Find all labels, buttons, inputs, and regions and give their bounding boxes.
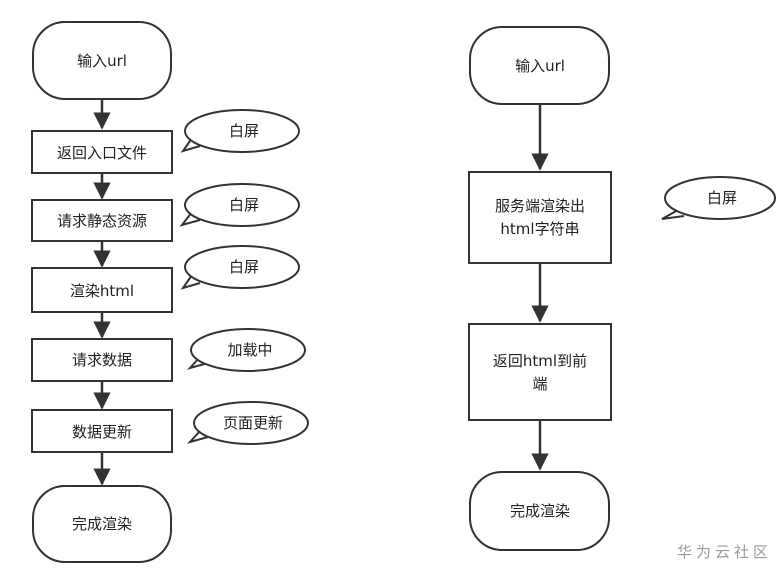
left-step-label: 渲染html [70, 282, 134, 300]
left-step-render-html: 渲染html [31, 267, 173, 313]
left-step-label: 返回入口文件 [57, 144, 147, 162]
note-bubble-loading: 加载中 [186, 328, 306, 372]
right-step-server-render: 服务端渲染出 html字符串 [468, 171, 612, 264]
right-step-label-line1: 返回html到前 [493, 352, 587, 370]
right-start-terminal: 输入url [469, 26, 610, 105]
left-step-label: 请求静态资源 [57, 212, 147, 230]
note-label: 白屏 [229, 122, 259, 140]
right-end-terminal: 完成渲染 [469, 471, 610, 551]
left-end-label: 完成渲染 [72, 515, 132, 533]
left-step-request-static: 请求静态资源 [31, 199, 173, 242]
note-label: 白屏 [229, 196, 259, 214]
right-start-label: 输入url [515, 57, 565, 75]
left-step-request-data: 请求数据 [31, 338, 173, 382]
right-step-return-html: 返回html到前 端 [468, 323, 612, 421]
note-bubble-white-screen-3: 白屏 [180, 245, 300, 290]
note-label: 页面更新 [223, 414, 283, 432]
note-bubble-page-update: 页面更新 [186, 401, 309, 445]
left-step-label: 数据更新 [72, 423, 132, 441]
note-label: 加载中 [227, 341, 272, 359]
note-label: 白屏 [229, 258, 259, 276]
note-bubble-white-screen-1: 白屏 [180, 109, 300, 153]
left-step-label: 请求数据 [72, 351, 132, 369]
right-end-label: 完成渲染 [510, 502, 570, 520]
right-step-label-line2: 端 [532, 375, 547, 393]
left-end-terminal: 完成渲染 [32, 485, 172, 563]
note-label: 白屏 [707, 189, 737, 207]
right-step-label-line2: html字符串 [500, 220, 579, 238]
note-bubble-white-screen-2: 白屏 [179, 183, 300, 227]
left-start-label: 输入url [77, 52, 127, 70]
left-step-data-update: 数据更新 [31, 409, 173, 453]
right-step-label-line1: 服务端渲染出 [495, 197, 585, 215]
watermark-text: 华为云社区 [676, 543, 772, 561]
note-bubble-white-screen-right: 白屏 [661, 176, 776, 220]
left-start-terminal: 输入url [32, 21, 172, 100]
left-step-return-entry: 返回入口文件 [31, 130, 173, 174]
